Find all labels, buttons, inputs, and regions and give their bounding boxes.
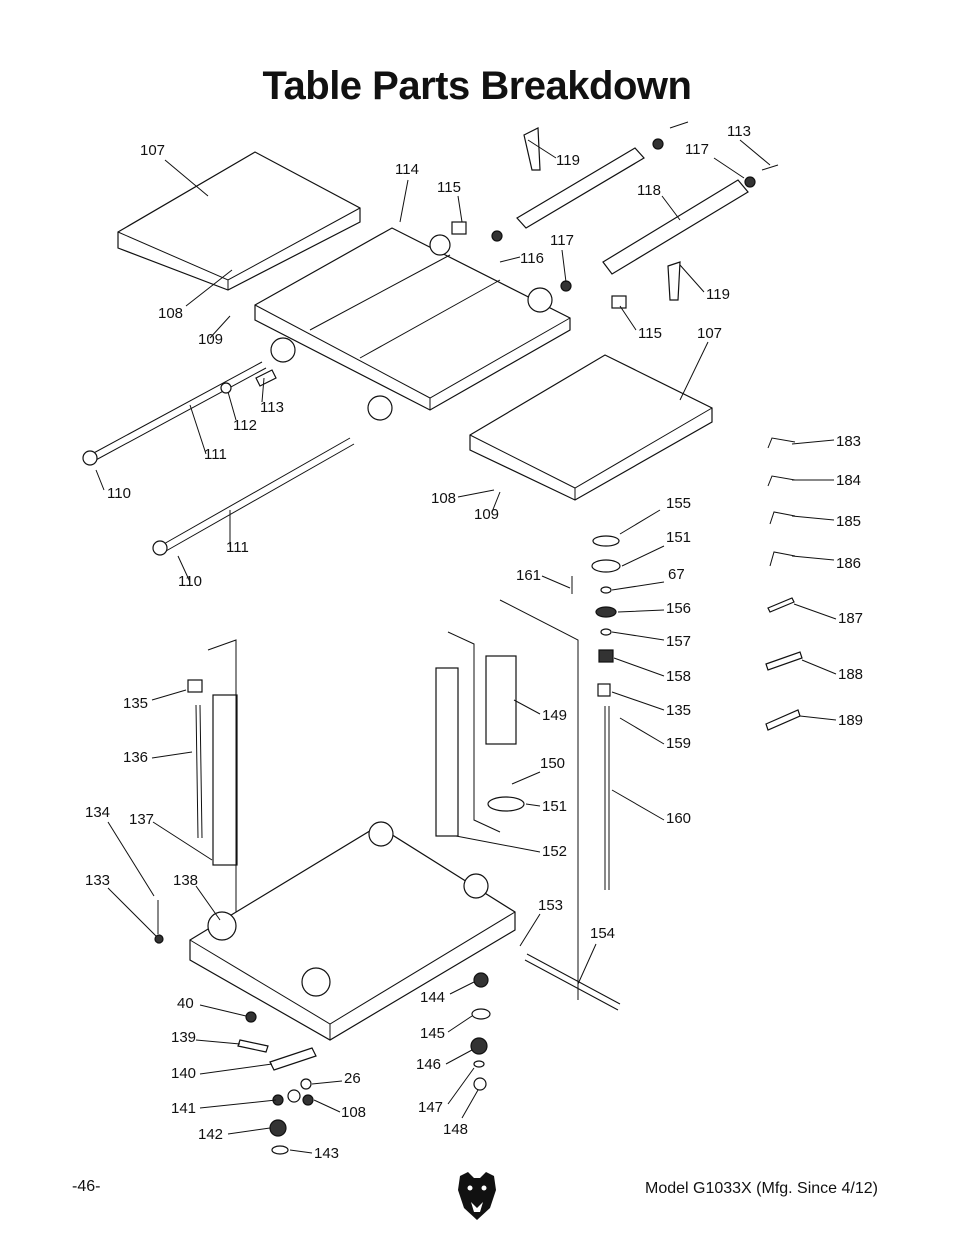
part-label: 135 xyxy=(666,702,691,719)
part-label: 152 xyxy=(542,843,567,860)
part-label: 155 xyxy=(666,495,691,512)
part-label: 133 xyxy=(85,872,110,889)
lower-hardware xyxy=(154,900,491,1155)
part-label: 187 xyxy=(838,610,863,627)
part-label: 107 xyxy=(140,142,165,159)
part-label: 67 xyxy=(668,566,685,583)
part-label: 135 xyxy=(123,695,148,712)
extension-wing-left xyxy=(117,151,361,291)
part-label: 153 xyxy=(538,897,563,914)
extension-wing-right xyxy=(469,354,713,501)
part-label: 113 xyxy=(260,399,284,416)
part-label: 160 xyxy=(666,810,691,827)
model-number: Model G1033X (Mfg. Since 4/12) xyxy=(644,1180,878,1197)
part-label: 139 xyxy=(171,1029,196,1046)
part-label: 111 xyxy=(204,446,227,463)
part-label: 161 xyxy=(516,567,541,584)
part-label: 136 xyxy=(123,749,148,766)
part-label: 158 xyxy=(666,668,691,685)
part-label: 119 xyxy=(706,286,730,303)
part-label: 148 xyxy=(443,1121,468,1138)
part-label: 118 xyxy=(637,182,661,199)
part-label: 146 xyxy=(416,1056,441,1073)
part-label: 109 xyxy=(198,331,223,348)
part-label: 117 xyxy=(550,232,574,249)
part-label: 111 xyxy=(226,539,249,556)
part-label: 184 xyxy=(836,472,861,489)
leadscrew-assembly xyxy=(571,535,621,890)
part-label: 189 xyxy=(838,712,863,729)
part-label: 137 xyxy=(129,811,154,828)
part-label: 144 xyxy=(420,989,445,1006)
part-label: 117 xyxy=(685,141,709,158)
threaded-rods xyxy=(82,361,355,556)
part-label: 110 xyxy=(107,485,131,502)
part-label: 108 xyxy=(341,1104,366,1121)
part-label: 141 xyxy=(171,1100,196,1117)
part-label: 40 xyxy=(177,995,194,1012)
part-label: 109 xyxy=(474,506,499,523)
part-label: 134 xyxy=(85,804,110,821)
part-label: 119 xyxy=(556,152,580,169)
leader-lines xyxy=(95,139,837,1154)
part-label: 145 xyxy=(420,1025,445,1042)
page-title: Table Parts Breakdown xyxy=(262,64,692,108)
roller-assembly xyxy=(451,121,779,309)
part-label: 113 xyxy=(727,123,751,140)
part-label: 185 xyxy=(836,513,861,530)
part-label: 154 xyxy=(590,925,615,942)
part-label: 151 xyxy=(542,798,567,815)
part-label: 143 xyxy=(314,1145,339,1162)
part-label: 108 xyxy=(431,490,456,507)
left-column xyxy=(187,639,238,920)
part-label: 151 xyxy=(666,529,691,546)
part-label: 115 xyxy=(437,179,461,196)
part-label: 112 xyxy=(233,417,257,434)
bear-logo-icon xyxy=(458,1172,496,1220)
center-column xyxy=(435,599,579,1000)
part-label: 147 xyxy=(418,1099,443,1116)
part-label: 186 xyxy=(836,555,861,572)
part-label: 157 xyxy=(666,633,691,650)
part-label: 183 xyxy=(836,433,861,450)
part-label: 26 xyxy=(344,1070,361,1087)
main-table xyxy=(254,227,571,421)
part-label: 149 xyxy=(542,707,567,724)
part-label: 188 xyxy=(838,666,863,683)
part-label: 142 xyxy=(198,1126,223,1143)
part-label: 116 xyxy=(520,250,544,267)
part-label: 140 xyxy=(171,1065,196,1082)
part-label: 156 xyxy=(666,600,691,617)
part-label: 115 xyxy=(638,325,662,342)
part-labels: 107 119 113 117 114 115 118 117 116 119 … xyxy=(85,123,863,1162)
page-number: -46- xyxy=(72,1178,101,1195)
part-label: 114 xyxy=(395,161,419,178)
part-label: 150 xyxy=(540,755,565,772)
part-label: 108 xyxy=(158,305,183,322)
wrenches xyxy=(765,437,803,731)
part-label: 107 xyxy=(697,325,722,342)
base xyxy=(189,821,621,1041)
part-label: 138 xyxy=(173,872,198,889)
part-label: 159 xyxy=(666,735,691,752)
